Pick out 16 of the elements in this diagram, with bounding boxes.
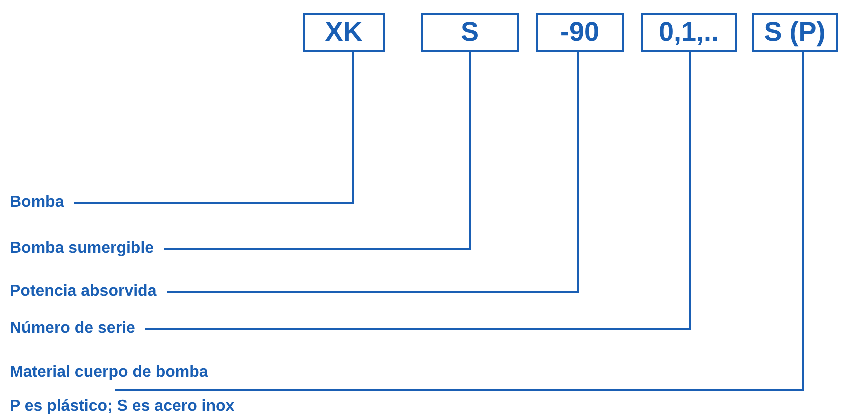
code-box: 0,1,.. — [641, 13, 737, 52]
description-label: Número de serie — [10, 320, 136, 338]
leader-line — [145, 52, 691, 330]
description-label: P es plástico; S es acero inox — [10, 398, 235, 416]
description-label: Material cuerpo de bomba — [10, 364, 210, 382]
leader-line — [74, 52, 354, 204]
code-box: -90 — [536, 13, 624, 52]
description-label: Potencia absorvida — [10, 283, 157, 301]
leader-line — [164, 52, 471, 250]
description-label: Bomba sumergible — [10, 240, 154, 258]
leader-line — [115, 52, 804, 391]
code-box: S — [421, 13, 519, 52]
description-label: Bomba — [10, 194, 64, 212]
code-box: S (P) — [752, 13, 838, 52]
leader-line — [167, 52, 579, 293]
code-box: XK — [303, 13, 385, 52]
